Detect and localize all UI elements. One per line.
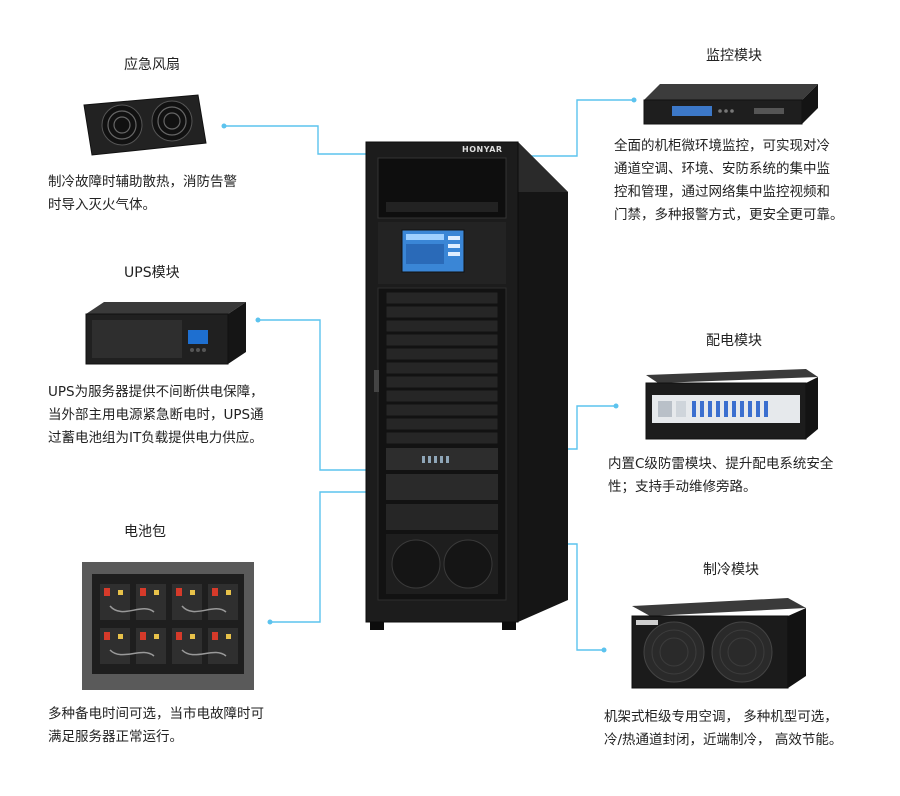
battery-module-description: 多种备电时间可选，当市电故障时可 满足服务器正常运行。: [48, 703, 264, 749]
server-cabinet-image: [365, 141, 568, 630]
cooling-desc-line: 冷/热通道封闭，近端制冷， 高效节能。: [604, 732, 843, 748]
monitor-module-image: [643, 84, 818, 125]
ups-module-image: [85, 302, 246, 365]
cooling-connector-dot: [601, 647, 607, 653]
cooling-desc-line: 机架式柜级专用空调， 多种机型可选，: [604, 709, 838, 725]
cooling-module-image: [631, 598, 806, 689]
ups-desc-line: 过蓄电池组为IT负载提供电力供应。: [48, 430, 263, 446]
monitor-module-description: 全面的机柜微环境监控，可实现对冷 通道空调、环境、安防系统的集中监 控和管理，通…: [614, 135, 844, 227]
monitor-desc-line: 控和管理，通过网络集中监控视频和: [614, 184, 830, 200]
cabinet-brand-label: HONYAR: [462, 145, 503, 154]
fan-module-description: 制冷故障时辅助散热，消防告警 时导入灭火气体。: [48, 171, 237, 217]
fan-connector-line: [224, 125, 401, 155]
pdu-desc-line: 性；支持手动维修旁路。: [608, 479, 757, 495]
pdu-module-description: 内置C级防雷模块、提升配电系统安全 性；支持手动维修旁路。: [608, 453, 833, 499]
ups-desc-line: 当外部主用电源紧急断电时，UPS通: [48, 407, 264, 423]
battery-connector-line: [270, 491, 390, 623]
pdu-desc-line: 内置C级防雷模块、提升配电系统安全: [608, 456, 834, 472]
monitor-desc-line: 门禁，多种报警方式，更安全更可靠。: [614, 207, 844, 223]
battery-pack-image: [82, 562, 254, 690]
battery-desc-line: 多种备电时间可选，当市电故障时可: [48, 706, 264, 722]
ups-module-title: UPS模块: [124, 265, 180, 281]
pdu-module-image: [645, 369, 818, 440]
monitor-desc-line: 通道空调、环境、安防系统的集中监: [614, 161, 830, 177]
pdu-module-title: 配电模块: [706, 333, 762, 349]
fan-desc-line: 时导入灭火气体。: [48, 197, 156, 213]
monitor-desc-line: 全面的机柜微环境监控，可实现对冷: [614, 138, 830, 154]
ups-desc-line: UPS为服务器提供不间断供电保障，: [48, 384, 264, 400]
ups-connector-line: [258, 319, 410, 471]
battery-desc-line: 满足服务器正常运行。: [48, 729, 183, 745]
monitor-module-title: 监控模块: [706, 48, 762, 64]
fan-module-image: [83, 94, 207, 156]
cooling-module-description: 机架式柜级专用空调， 多种机型可选， 冷/热通道封闭，近端制冷， 高效节能。: [604, 706, 842, 752]
fan-module-title: 应急风扇: [124, 57, 180, 73]
cooling-module-title: 制冷模块: [703, 562, 759, 578]
ups-module-description: UPS为服务器提供不间断供电保障， 当外部主用电源紧急断电时，UPS通 过蓄电池…: [48, 381, 264, 450]
fan-desc-line: 制冷故障时辅助散热，消防告警: [48, 174, 237, 190]
battery-module-title: 电池包: [124, 524, 166, 540]
